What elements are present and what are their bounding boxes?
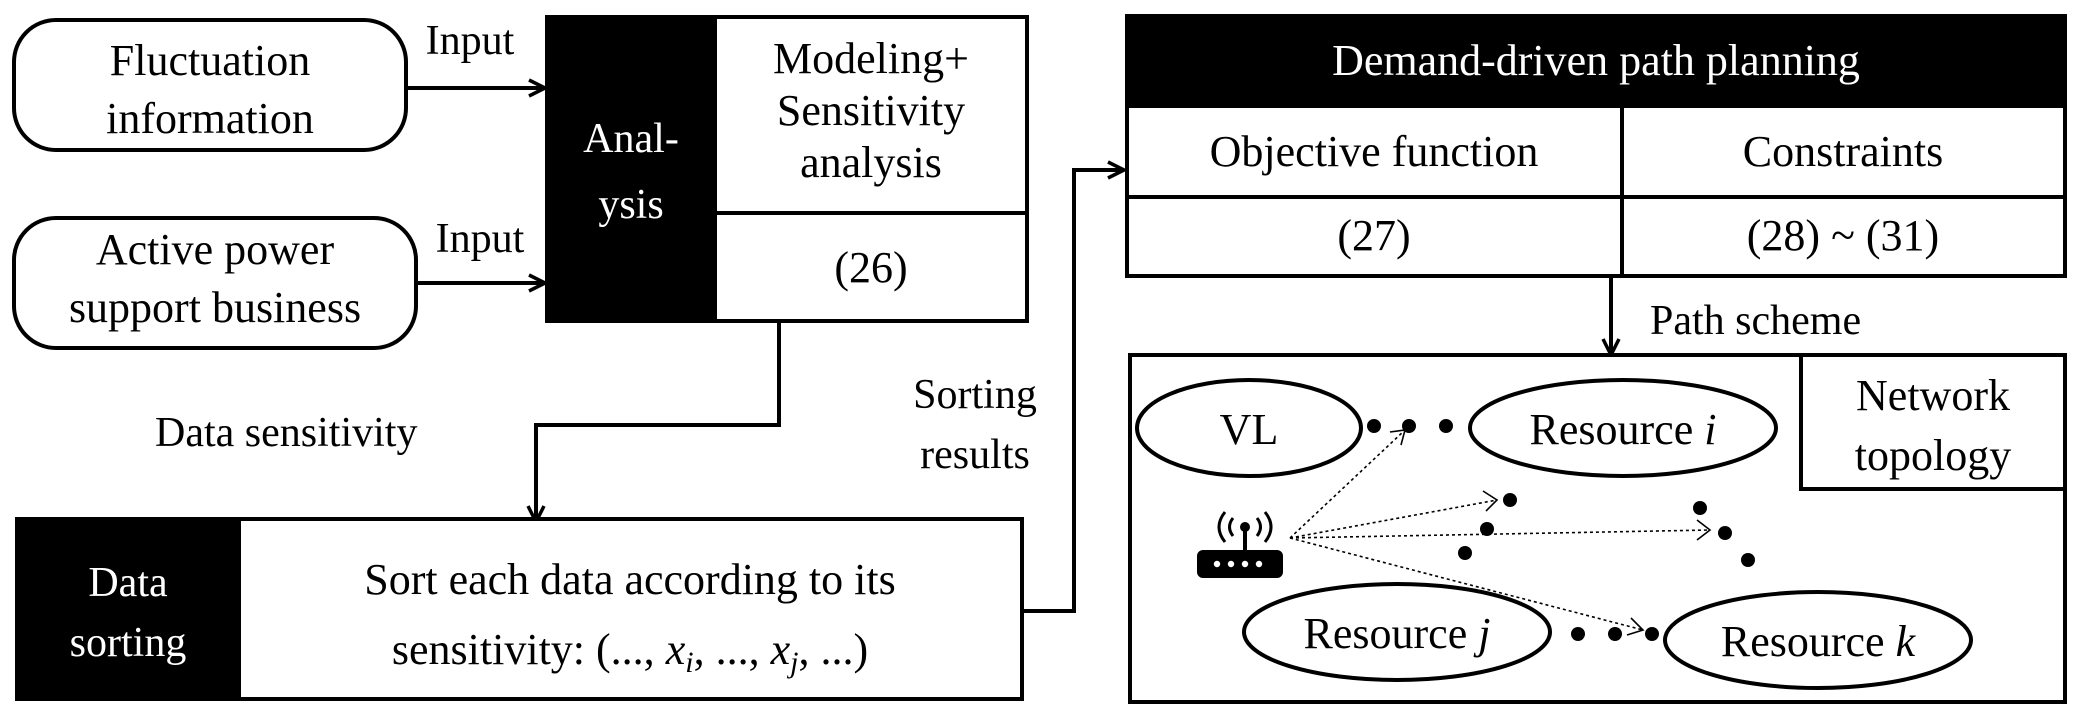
data-sorting-block: Data sorting Sort each data according to…: [15, 517, 1024, 701]
link-head: [1696, 519, 1712, 541]
network-dots: [1367, 419, 1755, 641]
data-sorting-label-line2: sorting: [70, 620, 187, 666]
planning-title: Demand-driven path planning: [1332, 36, 1860, 85]
dot: [1458, 546, 1472, 560]
router-links: [1289, 429, 1712, 636]
link-head: [1389, 429, 1407, 446]
analysis-equation: (26): [834, 243, 907, 292]
dot: [1645, 627, 1659, 641]
active-power-line2: support business: [69, 283, 361, 332]
objective-header: Objective function: [1210, 127, 1539, 176]
modeling-line1: Modeling+: [773, 34, 969, 83]
wireless-router-icon: [1197, 511, 1283, 578]
data-sensitivity-arrow: [536, 321, 781, 522]
dot: [1741, 553, 1755, 567]
sorting-results-arrow: [1022, 170, 1124, 613]
path-scheme-label: Path scheme: [1650, 298, 1861, 344]
data-sorting-label-line1: Data: [88, 560, 168, 606]
input-label-2: Input: [436, 216, 525, 262]
analysis-label-line1: Anal-: [583, 116, 679, 162]
constraints-header: Constraints: [1743, 127, 1943, 176]
sorting-results-line2: results: [920, 432, 1030, 478]
resource-k-label: Resource k: [1721, 617, 1917, 666]
resource-k-node: [1663, 590, 1973, 690]
resource-j-label: Resource j: [1304, 609, 1491, 658]
fluctuation-information-box: Fluctuation information: [12, 18, 408, 152]
analysis-block: Anal- ysis Modeling+ Sensitivity analysi…: [545, 15, 1029, 323]
dot: [1718, 526, 1732, 540]
resource-j-node: [1242, 582, 1552, 682]
link-head: [1626, 617, 1645, 636]
analysis-label-line2: ysis: [598, 182, 663, 228]
objective-equation: (27): [1337, 211, 1410, 260]
dot: [1503, 493, 1517, 507]
link-to-resource-k: [1289, 537, 1644, 631]
modeling-line3: analysis: [800, 138, 942, 187]
dot: [1367, 419, 1381, 433]
dot: [1480, 522, 1494, 536]
link-to-upper-dots: [1289, 499, 1498, 539]
modeling-line2: Sensitivity: [777, 86, 965, 135]
sorting-results-line1: Sorting: [913, 372, 1037, 418]
vl-node: [1135, 378, 1363, 478]
network-topology-block: Network topology VL Resource i Resource …: [1128, 353, 2067, 704]
resource-i-node: [1468, 378, 1778, 478]
dot: [1693, 501, 1707, 515]
network-title-line1: Network: [1856, 371, 2010, 420]
path-planning-block: Demand-driven path planning Objective fu…: [1125, 14, 2067, 278]
resource-i-label: Resource i: [1530, 405, 1717, 454]
network-title-line2: topology: [1855, 431, 2011, 480]
input-label-1: Input: [426, 18, 515, 64]
dot: [1571, 627, 1585, 641]
fluctuation-line2: information: [106, 94, 314, 143]
link-to-right-dots: [1289, 529, 1711, 539]
link-to-resource-i: [1289, 429, 1406, 539]
sorting-desc-line2: sensitivity: (..., xi, ..., xj, ...): [392, 625, 868, 679]
constraints-equation: (28) ~ (31): [1747, 211, 1939, 260]
dot: [1439, 419, 1453, 433]
data-sensitivity-label: Data sensitivity: [155, 410, 417, 456]
dot: [1608, 627, 1622, 641]
vl-label: VL: [1220, 405, 1279, 454]
link-head: [1482, 490, 1499, 512]
fluctuation-line1: Fluctuation: [110, 36, 310, 85]
active-power-line1: Active power: [96, 225, 335, 274]
sorting-desc-line1: Sort each data according to its: [364, 555, 895, 604]
active-power-box: Active power support business: [12, 216, 418, 350]
